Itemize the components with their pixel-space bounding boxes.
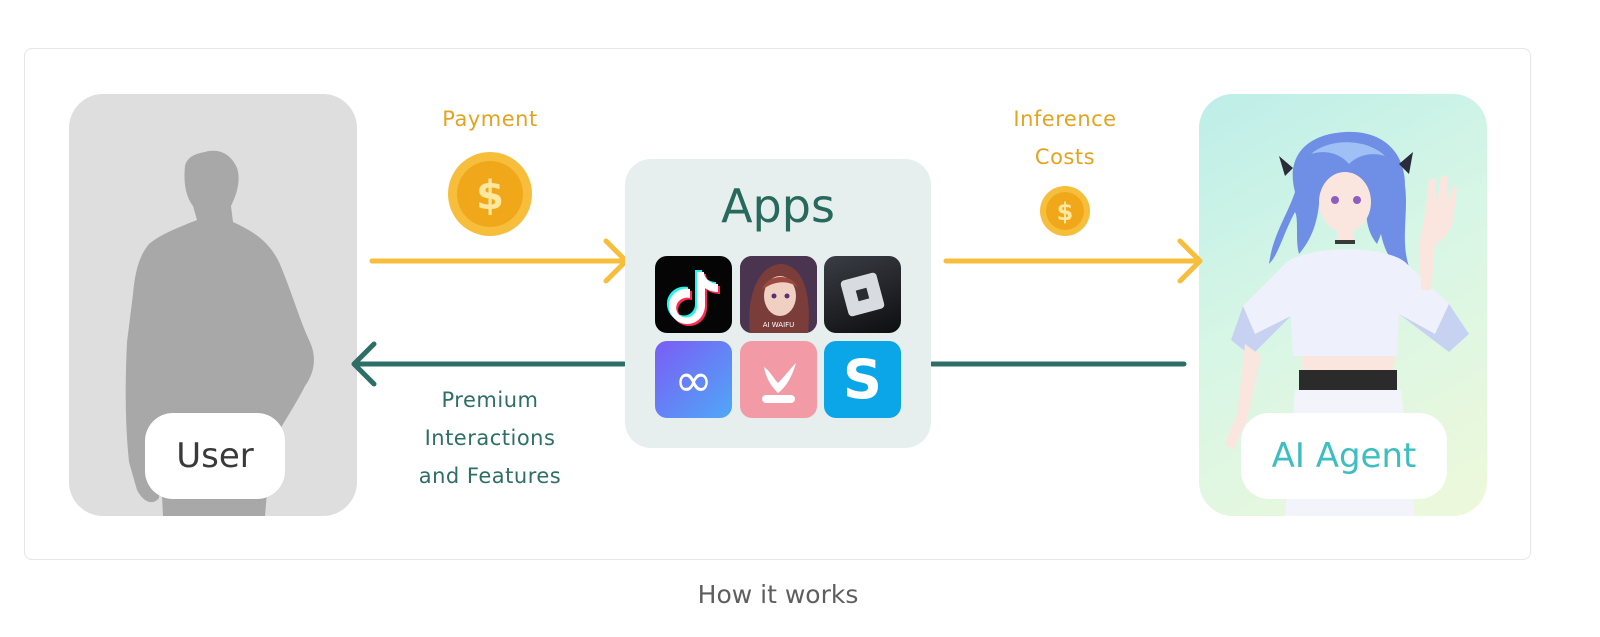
user-label: User bbox=[145, 413, 285, 499]
apps-box: Apps AI WAIFU ∞ bbox=[625, 159, 931, 448]
payment-arrow bbox=[369, 238, 629, 284]
inference-coin-icon: $ bbox=[1040, 186, 1090, 236]
inference-label-line-1: Inference bbox=[1013, 107, 1117, 131]
infinity-glyph: ∞ bbox=[674, 352, 713, 407]
sandbox-glyph: S bbox=[843, 348, 882, 411]
figure-caption: How it works bbox=[697, 580, 859, 609]
payment-label: Payment bbox=[442, 107, 538, 131]
inference-label-line-2: Costs bbox=[1034, 145, 1096, 169]
apps-title: Apps bbox=[721, 179, 835, 233]
inference-coin-symbol: $ bbox=[1057, 198, 1074, 226]
tiktok-app-icon bbox=[655, 256, 732, 333]
ai-waifu-app-icon: AI WAIFU bbox=[740, 256, 817, 333]
infinity-app-icon: ∞ bbox=[655, 341, 732, 418]
premium-label-line-2: Interactions bbox=[424, 426, 556, 450]
premium-label-line-1: Premium bbox=[441, 388, 539, 412]
premium-features-label: Premium Interactions and Features bbox=[395, 381, 585, 495]
ai-waifu-app-text: AI WAIFU bbox=[762, 321, 795, 329]
payment-coin-symbol: $ bbox=[476, 173, 504, 219]
premium-label-line-3: and Features bbox=[418, 464, 562, 488]
premium-arrow bbox=[351, 341, 627, 387]
pink-app-icon bbox=[740, 341, 817, 418]
inference-costs-label: Inference Costs bbox=[985, 100, 1145, 176]
sandbox-app-icon: S bbox=[824, 341, 901, 418]
payment-coin-icon: $ bbox=[448, 152, 532, 236]
inference-arrow bbox=[943, 238, 1203, 284]
ai-agent-label: AI Agent bbox=[1241, 413, 1447, 499]
roblox-app-icon bbox=[824, 256, 901, 333]
